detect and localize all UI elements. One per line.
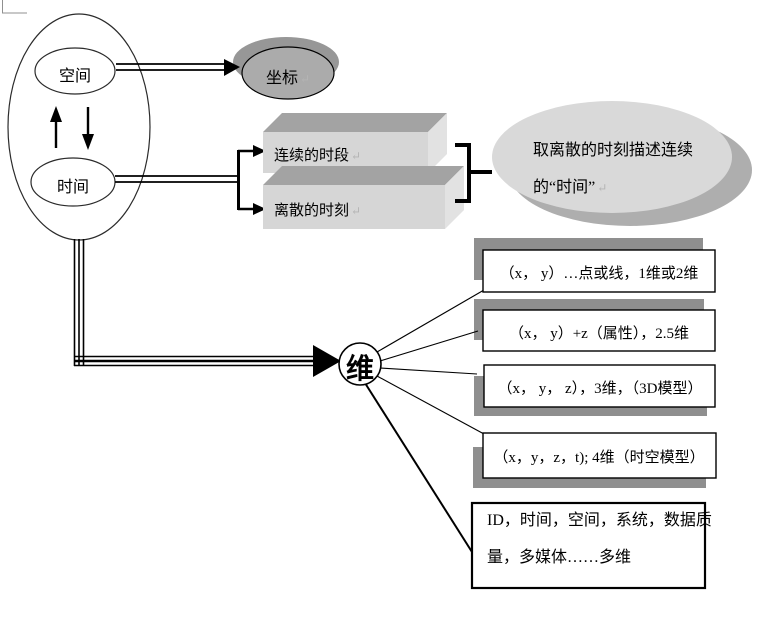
item1-label: （x， y）…点或线，1维或2维 [499,266,699,282]
summary-line2: 的“时间”↵ [533,179,608,196]
paragraph-mark-icon: ↵ [351,149,362,163]
item4-label: （x，y，z，t); 4维（时空模型） [493,450,705,466]
item4-box [482,432,717,479]
item2-box [482,309,716,352]
item3-box [483,364,716,408]
item3-label: （x， y， z），3维，（3D模型） [497,381,703,397]
paragraph-mark-icon: ↵ [299,72,311,86]
space-label: 空间 [58,68,91,85]
summary-line1: 取离散的时刻描述连续 [533,142,694,159]
time-label: 时间 [56,179,89,196]
space-ellipse [34,47,116,95]
multi-dimension-label: ID，时间，空间，系统，数据质 量，多媒体……多维 [487,502,712,576]
summary-ellipse-text: 取离散的时刻描述连续 的“时间”↵ [533,132,693,207]
gather-bracket [455,143,492,203]
paragraph-mark-icon: ↵ [351,204,362,218]
coordinate-label: 坐标↵ [265,70,311,87]
item1-box [482,249,716,293]
multi-dimension-line2: 量，多媒体……多维 [487,549,632,566]
dimension-node-circle [338,342,382,386]
page-corner-mark-icon [2,0,27,14]
multi-dimension-box [470,501,707,590]
coordinate-ellipse [241,46,335,100]
time-branch-connector [115,145,266,215]
dimension-node-label: 维 [345,354,374,385]
multi-dimension-line1: ID，时间，空间，系统，数据质 [487,512,712,529]
up-arrow-icon [50,106,62,148]
space-to-coordinate-arrow [116,59,240,76]
paragraph-mark-icon: ↵ [597,181,608,195]
item2-label: （x， y）+z（属性），2.5维 [508,326,690,342]
summary-ellipse-front [492,101,732,213]
continuous-period-label: 连续的时段↵ [274,148,362,164]
down-arrow-icon [82,107,94,150]
dimension-fan-lines [364,289,485,553]
group-to-dimension-arrow [73,239,341,377]
discrete-moment-label: 离散的时刻↵ [274,203,362,219]
discrete-moment-box3d [263,166,464,229]
